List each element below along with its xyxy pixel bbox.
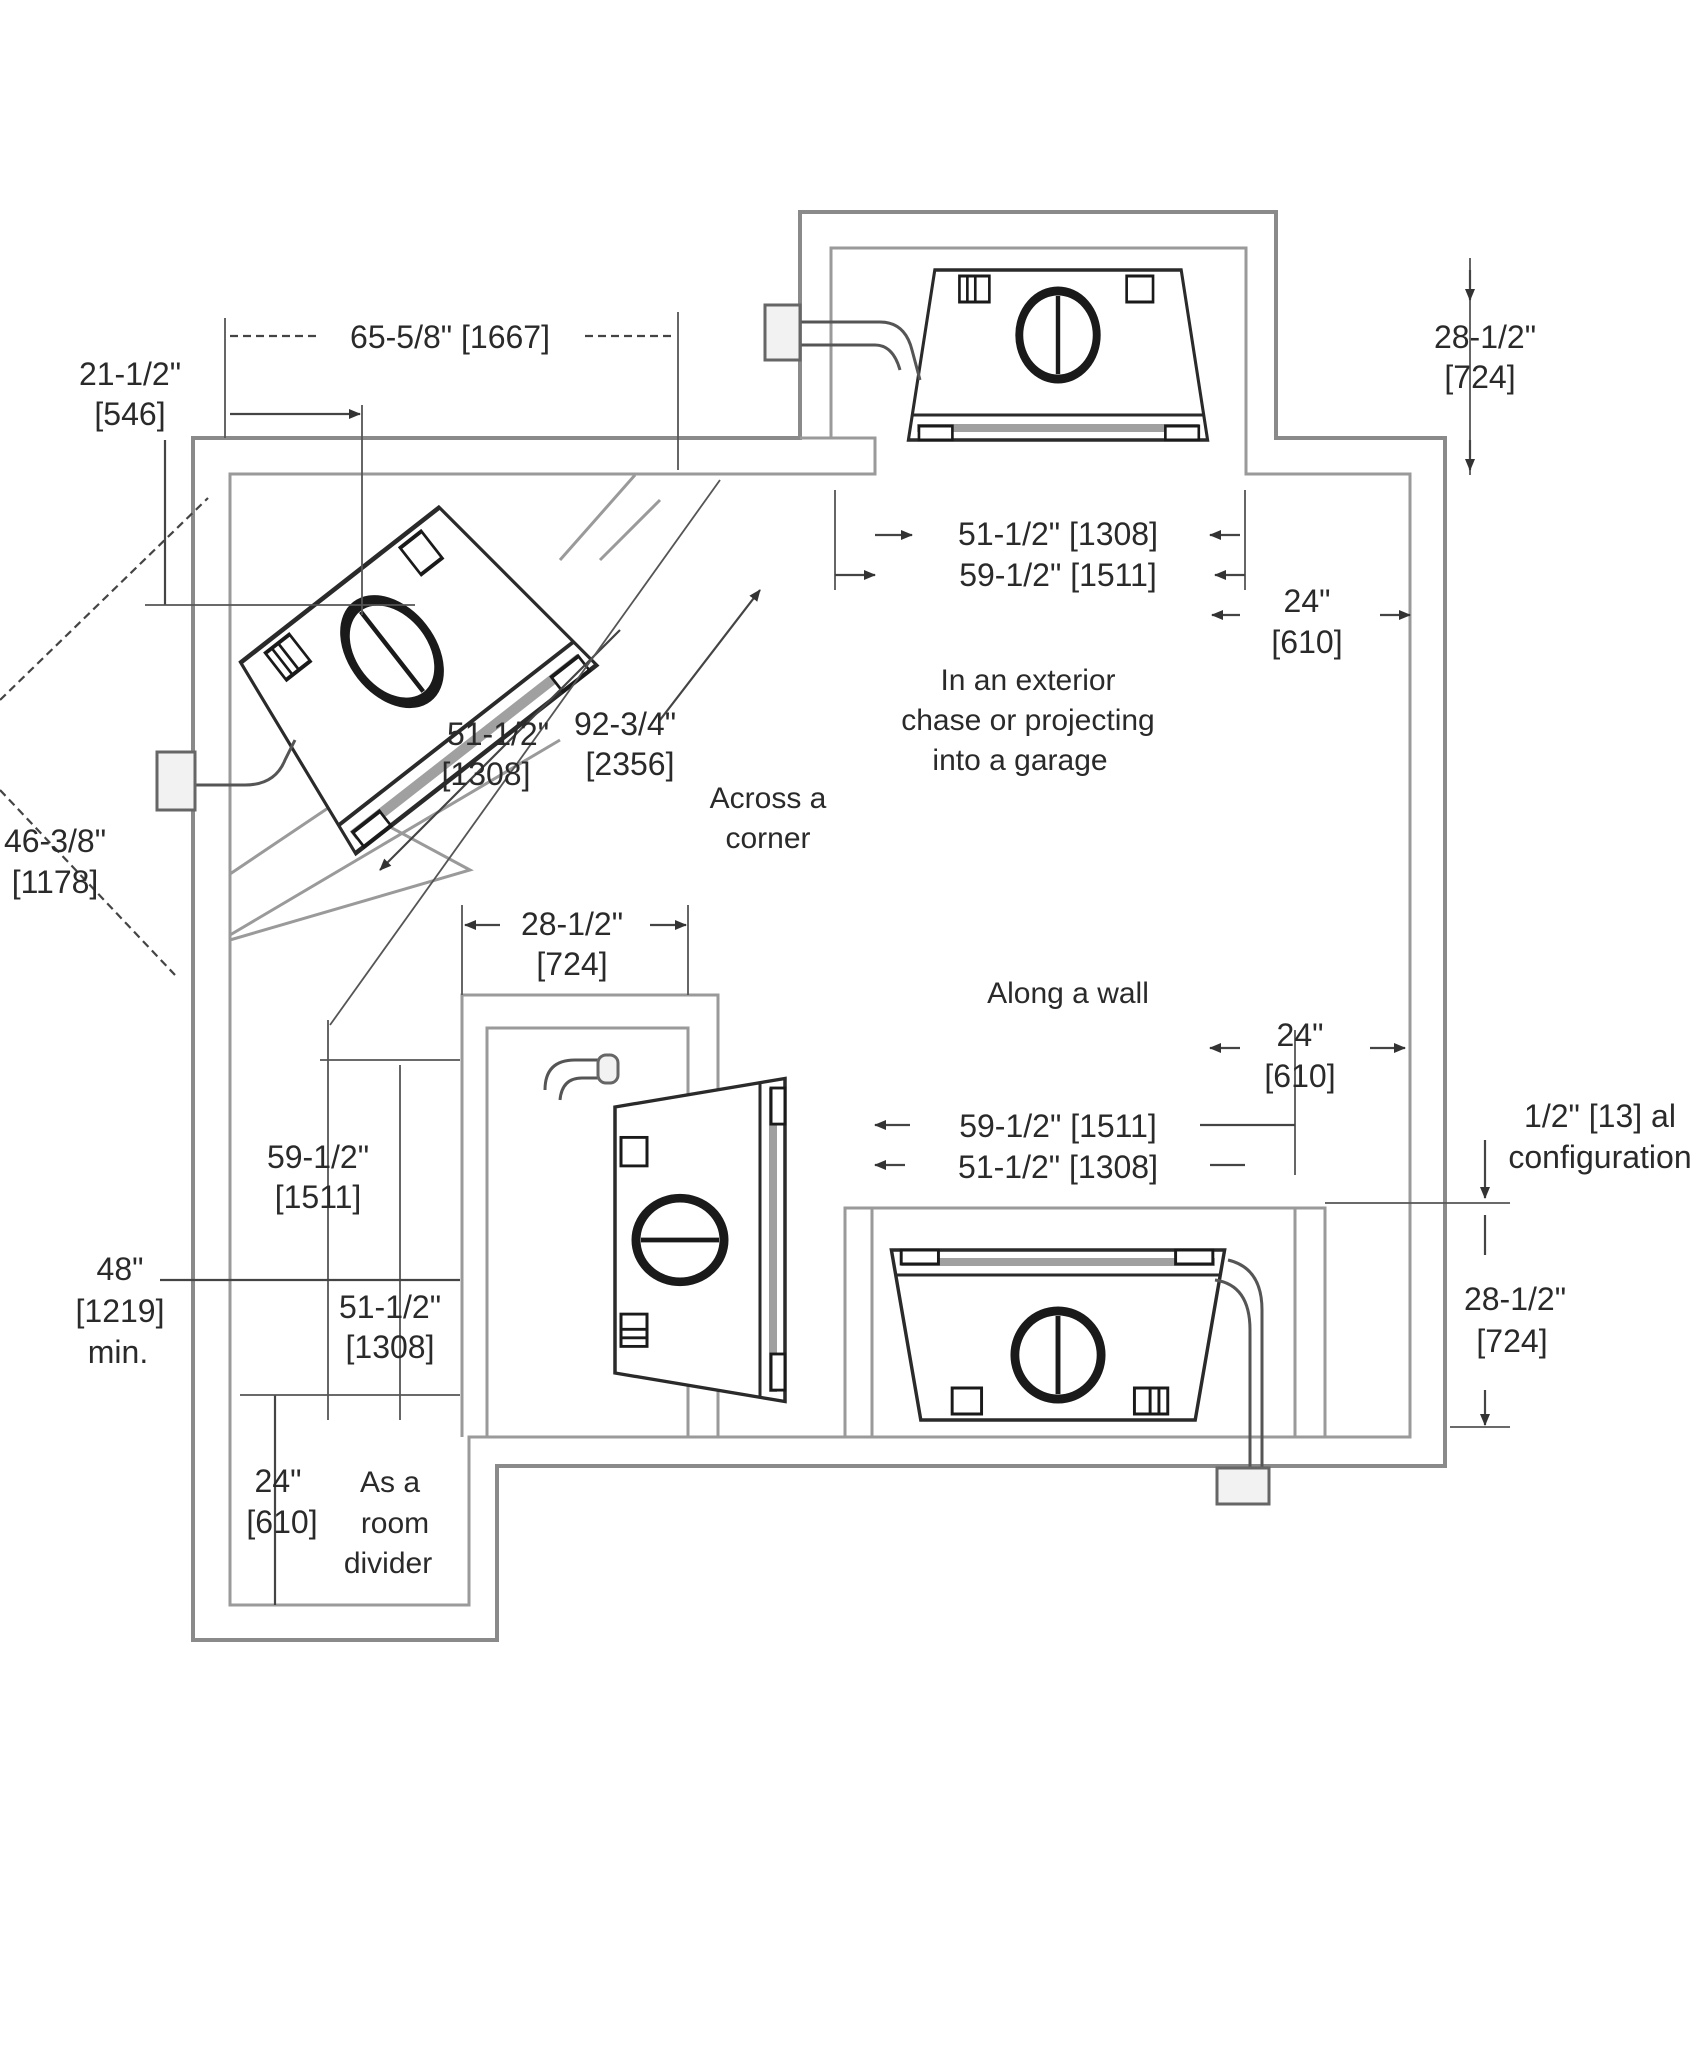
divider-depth-mm-label: [724] xyxy=(536,946,607,982)
corner-side-mm-label: [1178] xyxy=(12,864,99,900)
divider-front-inner-label: 51-1/2" xyxy=(339,1289,441,1325)
exterior-front-inner-label: 51-1/2" [1308] xyxy=(958,516,1158,552)
divider-front-inner-mm-label: [1308] xyxy=(346,1329,435,1365)
divider-min-mm-label: [1219] xyxy=(76,1293,165,1329)
divider-clear-label: 24" xyxy=(255,1463,302,1499)
corner-diagonal-label: 92-3/4" xyxy=(574,706,676,742)
along-wall-fireplace xyxy=(843,1206,1327,1506)
top-width-label: 65-5/8" [1667] xyxy=(350,319,550,355)
room-walls xyxy=(191,210,1447,1642)
corner-note-line2: corner xyxy=(725,822,810,855)
exterior-depth-mm-label: [724] xyxy=(1444,359,1515,395)
corner-fireplace xyxy=(155,474,662,942)
wall-termination-cap xyxy=(1215,1466,1271,1506)
exterior-depth-label: 28-1/2" xyxy=(1434,319,1536,355)
divider-front-outer-mm-label: [1511] xyxy=(275,1179,362,1215)
room-divider-fireplace xyxy=(460,993,785,1437)
wall-front-outer-label: 59-1/2" [1511] xyxy=(959,1108,1157,1144)
divider-note-line1: As a xyxy=(360,1466,420,1499)
divider-min-note: min. xyxy=(88,1334,148,1370)
wall-side-clear-mm-label: [610] xyxy=(1264,1058,1335,1094)
divider-depth-label: 28-1/2" xyxy=(521,906,623,942)
exterior-note-line1: In an exterior xyxy=(940,664,1115,697)
corner-side-label: 46-3/8" xyxy=(4,823,106,859)
wall-front-inner-label: 51-1/2" [1308] xyxy=(958,1149,1158,1185)
exterior-side-clear-label: 24" xyxy=(1284,583,1331,619)
exterior-side-clear-mm-label: [610] xyxy=(1271,624,1342,660)
corner-front-label: 51-1/2" xyxy=(447,716,549,752)
corner-offset-label: 21-1/2" xyxy=(79,356,181,392)
divider-min-label: 48" xyxy=(97,1251,144,1287)
divider-clear-mm-label: [610] xyxy=(246,1504,317,1540)
wall-gap-config-label: configuration xyxy=(1508,1139,1691,1175)
wall-depth-mm-label: [724] xyxy=(1476,1323,1547,1359)
corner-front-mm-label: [1308] xyxy=(442,756,531,792)
wall-note: Along a wall xyxy=(987,977,1149,1010)
divider-front-outer-label: 59-1/2" xyxy=(267,1139,369,1175)
corner-diagonal-mm-label: [2356] xyxy=(586,746,675,782)
wall-gap-label: 1/2" [13] al xyxy=(1524,1098,1676,1134)
wall-depth-label: 28-1/2" xyxy=(1464,1281,1566,1317)
divider-vent-elbow xyxy=(596,1053,620,1085)
exterior-note-line3: into a garage xyxy=(932,744,1107,777)
exterior-chase-fireplace xyxy=(763,270,1208,440)
corner-termination-cap xyxy=(155,750,197,812)
wall-side-clear-label: 24" xyxy=(1277,1017,1324,1053)
corner-note-line1: Across a xyxy=(710,782,827,815)
dimension-lines xyxy=(0,258,1510,1605)
divider-note-line2: room xyxy=(361,1507,429,1540)
exterior-termination-cap xyxy=(763,303,802,362)
exterior-front-outer-label: 59-1/2" [1511] xyxy=(959,557,1157,593)
exterior-note-line2: chase or projecting xyxy=(901,704,1154,737)
divider-note-line3: divider xyxy=(344,1547,432,1580)
corner-offset-mm-label: [546] xyxy=(94,396,165,432)
